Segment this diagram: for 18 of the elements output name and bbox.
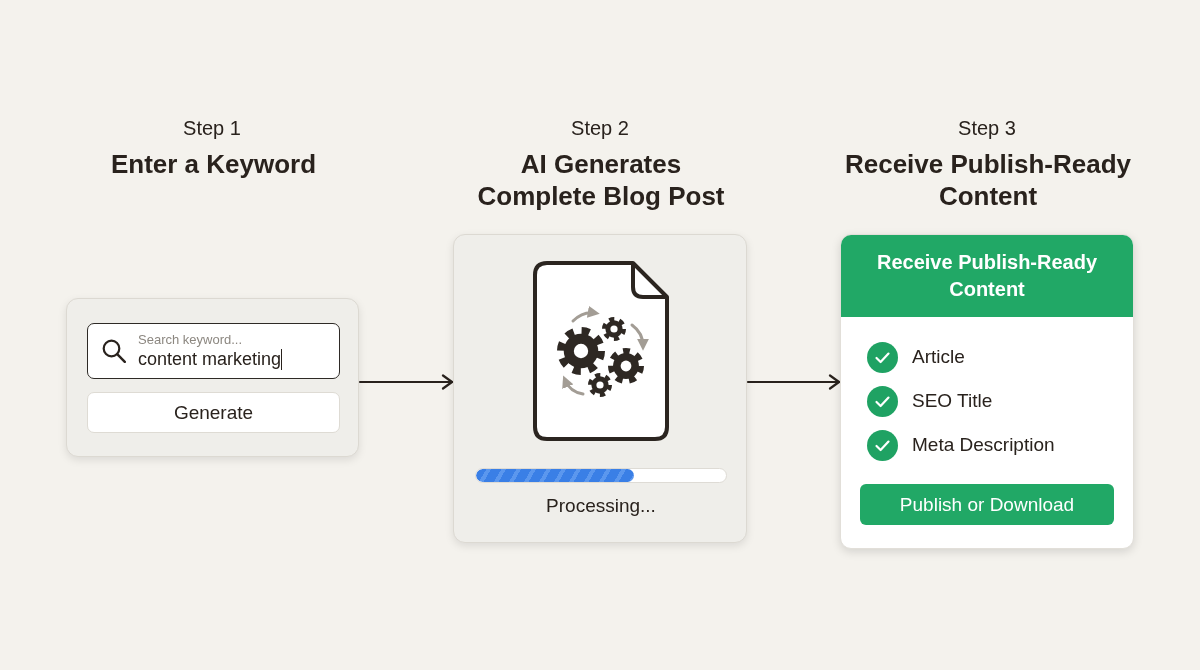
step-label: Step 1: [182, 116, 242, 140]
step-title: AI Generates Complete Blog Post: [476, 148, 726, 212]
arrow: [746, 374, 841, 390]
checklist-item: Meta Description: [912, 434, 1055, 456]
step-title: Enter a Keyword: [109, 148, 318, 180]
step-label: Step 2: [570, 116, 630, 140]
checklist-item: SEO Title: [912, 390, 993, 412]
hint-text: Search keyword...: [138, 332, 243, 347]
checklist-item: Article: [912, 346, 965, 368]
generate-button: Generate: [87, 392, 340, 433]
status-text: Processing...: [545, 495, 657, 517]
arrow: [358, 374, 454, 390]
publish-button: Publish or Download: [860, 484, 1114, 525]
header-band: Receive Publish-Ready Content: [841, 235, 1133, 317]
search-field: [87, 323, 340, 379]
input-text: content marketing: [138, 349, 283, 370]
step-title: Receive Publish-Ready Content: [843, 148, 1133, 212]
step-label: Step 3: [957, 116, 1017, 140]
